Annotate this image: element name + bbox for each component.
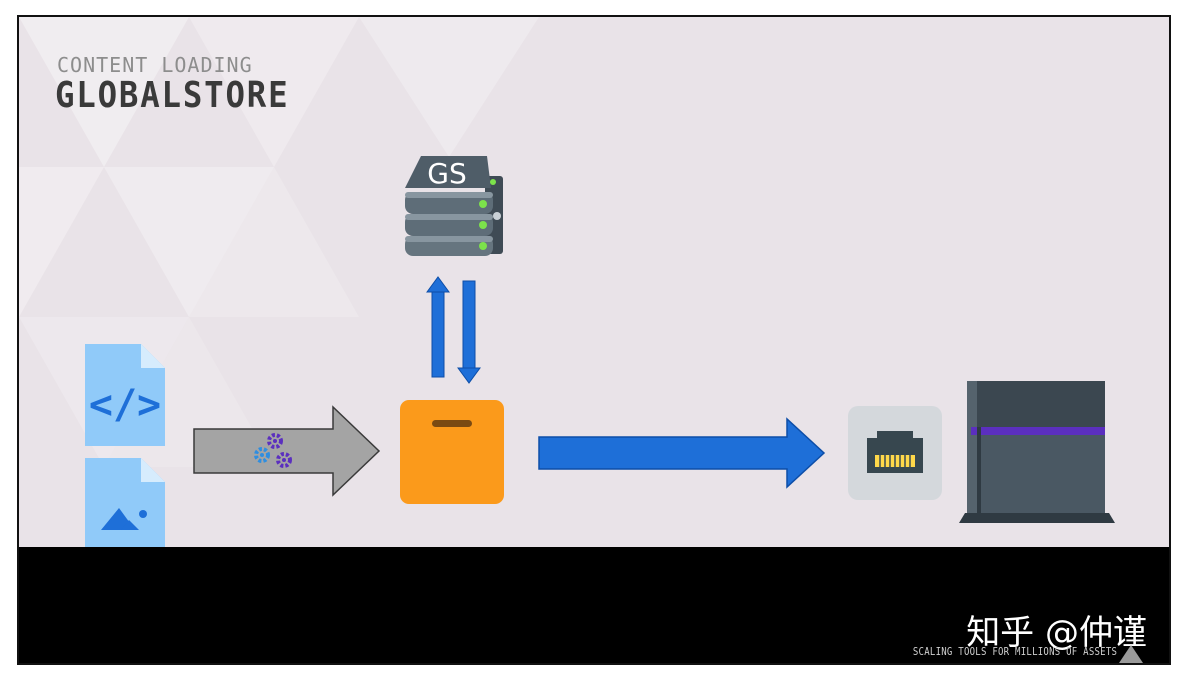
gears-icon: [254, 433, 292, 468]
image-file-icon: [85, 458, 165, 547]
game-console-icon: [959, 381, 1115, 523]
delivery-arrow: [538, 417, 826, 489]
watermark-text: 知乎 @仲谨: [966, 613, 1147, 653]
bidirectional-arrows: [426, 276, 481, 384]
code-symbol: </>: [89, 382, 161, 428]
triangle-logo-icon: [1119, 645, 1143, 663]
footer-tagline: SCALING TOOLS FOR MILLIONS OF ASSETS: [912, 645, 1117, 658]
slide: CONTENT LOADING GLOBALSTORE GS: [17, 15, 1171, 665]
ethernet-port-icon: [848, 406, 942, 500]
arrow-up-icon: [426, 276, 450, 378]
globalstore-server-icon: GS: [405, 156, 503, 256]
server-label: GS: [427, 157, 466, 190]
package-box-icon: [400, 400, 504, 504]
processing-arrow: [193, 405, 381, 497]
arrow-down-icon: [457, 280, 481, 384]
slide-subtitle: CONTENT LOADING: [57, 53, 253, 77]
slide-background: CONTENT LOADING GLOBALSTORE GS: [19, 17, 1169, 547]
slide-footer: 知乎 @仲谨 SCALING TOOLS FOR MILLIONS OF ASS…: [19, 547, 1169, 663]
code-file-icon: </>: [85, 344, 165, 446]
slide-title: GLOBALSTORE: [55, 75, 290, 116]
